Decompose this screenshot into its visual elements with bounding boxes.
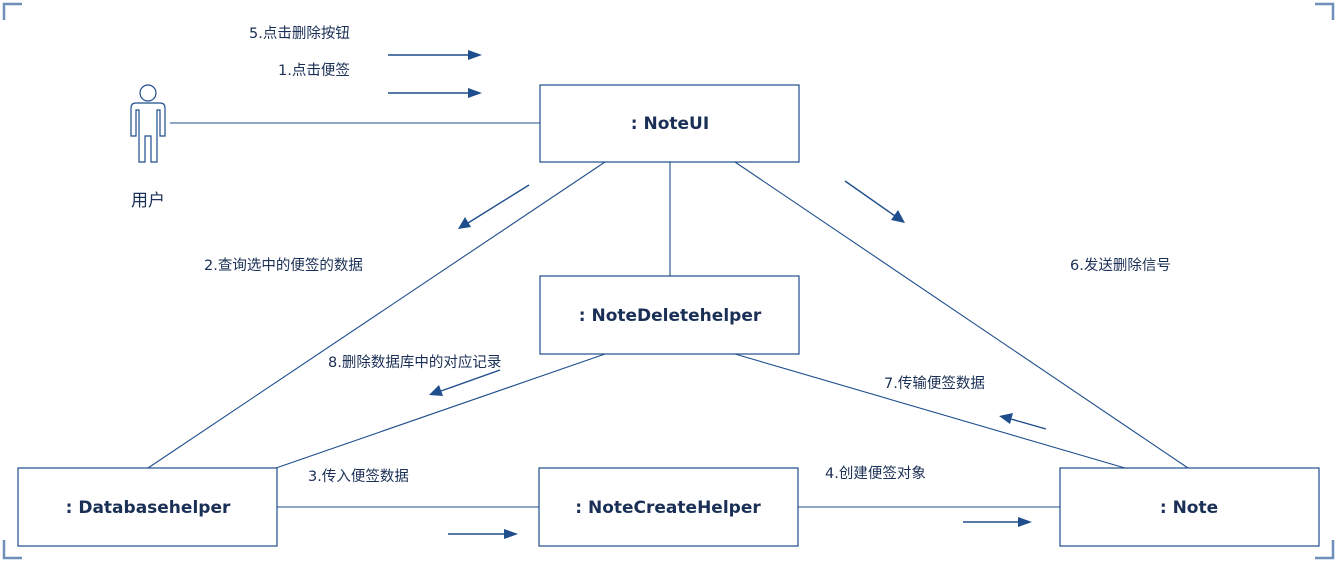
frame-corner-top-left — [2, 2, 22, 20]
arrow-message-7 — [999, 413, 1047, 430]
message-7-label: 7.传输便签数据 — [884, 375, 985, 392]
actor-user: 用户 — [130, 84, 166, 211]
connectors — [147, 122, 1189, 508]
message-2-label: 2.查询选中的便签的数据 — [204, 257, 363, 274]
object-databasehelper-label: : Databasehelper — [66, 498, 231, 518]
arrow-message-8 — [429, 369, 501, 396]
object-note: : Note — [1059, 467, 1320, 547]
object-noteui: : NoteUI — [539, 84, 800, 163]
connector-noteui-note — [734, 161, 1189, 469]
messages: 5.点击删除按钮 1.点击便签 2.查询选中的便签的数据 6.发送删除信号 8.… — [204, 25, 1171, 485]
person-icon — [130, 84, 166, 163]
object-notecreatehelper: : NoteCreateHelper — [538, 467, 799, 547]
connector-notedeletehelper-note — [734, 353, 1126, 469]
frame-corner-bottom-right — [1315, 540, 1335, 560]
actor-label: 用户 — [131, 191, 165, 211]
frame-corner-top-right — [1315, 2, 1335, 20]
message-8-label: 8.删除数据库中的对应记录 — [328, 353, 501, 371]
arrow-message-4 — [963, 517, 1032, 527]
object-notedeletehelper-label: : NoteDeletehelper — [579, 306, 762, 326]
arrow-message-3 — [448, 529, 518, 539]
message-4-label: 4.创建便签对象 — [825, 465, 926, 482]
message-1-label: 1.点击便签 — [278, 62, 350, 79]
arrow-message-1 — [388, 88, 482, 98]
message-3-label: 3.传入便签数据 — [308, 468, 409, 485]
message-6-label: 6.发送删除信号 — [1070, 257, 1171, 274]
message-arrows — [388, 50, 1047, 539]
object-noteui-label: : NoteUI — [631, 114, 709, 134]
object-databasehelper: : Databasehelper — [17, 467, 278, 547]
arrow-message-6 — [844, 180, 905, 223]
connector-noteui-databasehelper — [147, 161, 606, 469]
object-notecreatehelper-label: : NoteCreateHelper — [575, 498, 761, 518]
object-notedeletehelper: : NoteDeletehelper — [539, 275, 800, 355]
arrow-message-2 — [458, 184, 530, 229]
frame-corner-bottom-left — [2, 540, 22, 560]
object-note-label: : Note — [1160, 498, 1218, 518]
message-5-label: 5.点击删除按钮 — [249, 25, 350, 42]
connector-notedeletehelper-databasehelper — [275, 353, 606, 469]
arrow-message-5 — [388, 50, 482, 60]
